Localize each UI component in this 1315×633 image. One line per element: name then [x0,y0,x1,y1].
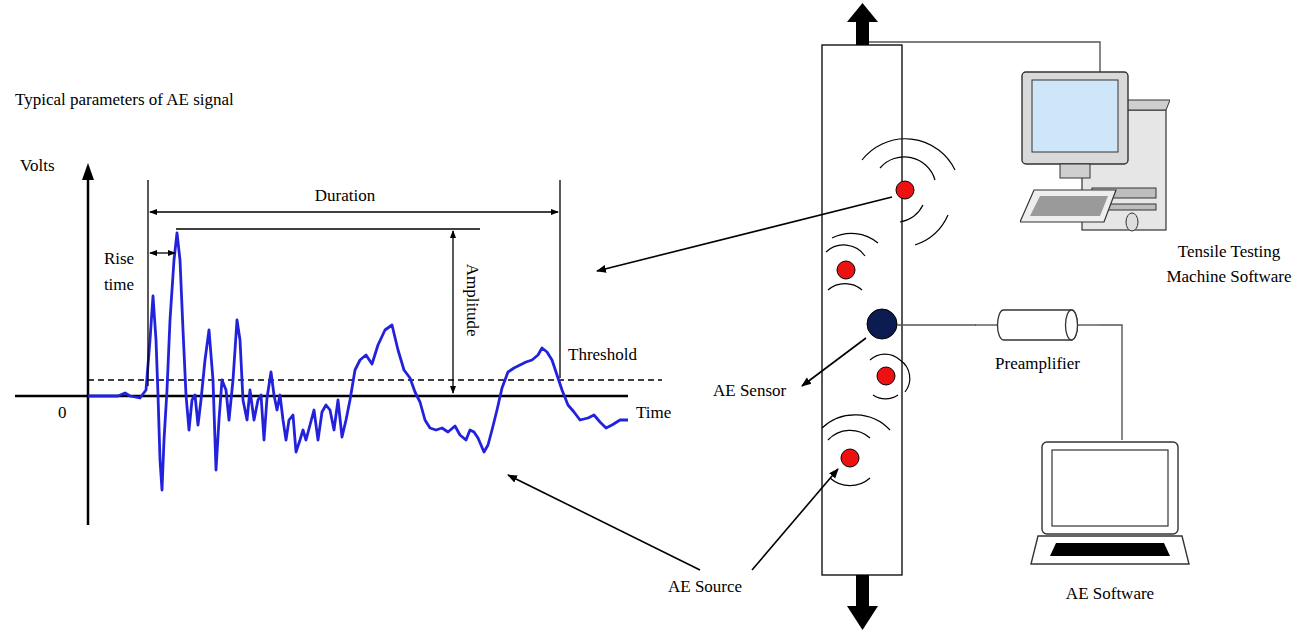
node-label: Preamplifier [975,352,1100,377]
text-label: AE Sensor [713,381,786,401]
preamp-icon [975,308,1100,342]
node-label: Tensile Testing Machine Software [1150,240,1308,289]
threshold-line [88,379,662,380]
text-label: Typical parameters of AE signal [15,90,234,110]
text-label: Rise time [94,246,144,297]
ae-sensor [867,309,897,339]
signal-cable [1100,325,1122,440]
text-label: Amplitude [461,264,481,337]
text-label: Duration [315,186,375,206]
preamp-node: Preamplifier [975,308,1100,377]
laptop-icon [1030,440,1190,568]
desktop-node: Tensile Testing Machine Software [1020,70,1308,289]
text-label: Volts [20,156,55,176]
wave-arcs [822,139,955,486]
chart-axes [15,163,628,525]
dimension-lines [148,180,560,393]
leader-arrows [508,197,892,570]
node-label: AE Software [1030,582,1190,607]
ae-waveform [88,233,628,490]
text-label: Time [636,403,671,423]
ae-source-dots [837,181,914,467]
text-label: AE Source [668,577,742,597]
text-label: Threshold [568,345,637,365]
desktop-icon [1020,70,1170,238]
laptop-node: AE Software [1030,440,1190,607]
text-label: 0 [58,403,67,423]
specimen [822,45,902,575]
